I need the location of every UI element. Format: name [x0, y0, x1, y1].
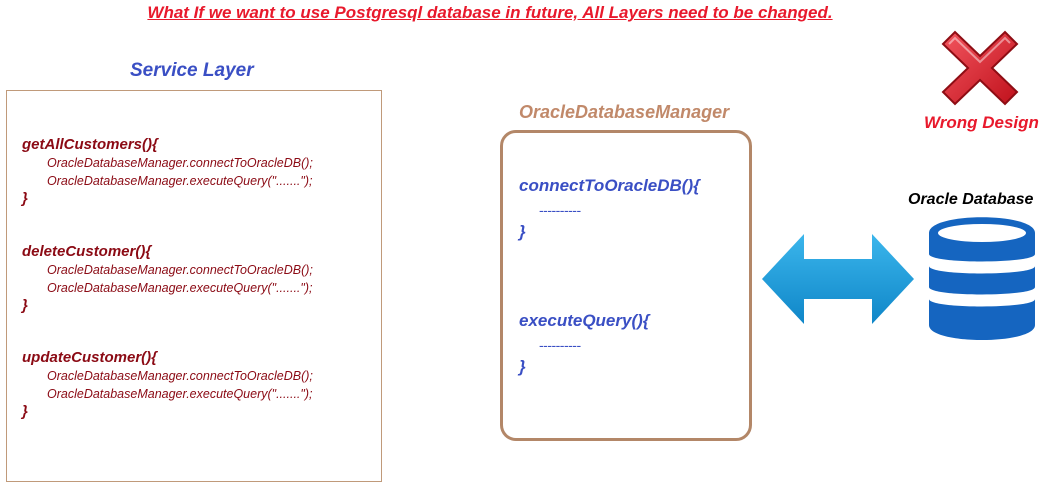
method-name: updateCustomer(){ — [22, 349, 158, 366]
service-method-deletecustomer: deleteCustomer(){ OracleDatabaseManager.… — [22, 243, 313, 314]
function-close: } — [519, 222, 526, 241]
method-close: } — [22, 190, 28, 207]
service-layer-box — [6, 90, 382, 482]
headline: What If we want to use Postgresql databa… — [147, 3, 833, 22]
database-label: Oracle Database — [908, 191, 1034, 208]
method-close: } — [22, 297, 28, 314]
method-call: OracleDatabaseManager.executeQuery("....… — [47, 387, 313, 401]
service-layer-title: Service Layer — [130, 60, 254, 81]
service-method-updatecustomer: updateCustomer(){ OracleDatabaseManager.… — [22, 349, 313, 420]
method-close: } — [22, 403, 28, 420]
manager-title: OracleDatabaseManager — [519, 102, 730, 122]
manager-function-connect: connectToOracleDB(){ ---------- } — [519, 176, 700, 242]
method-call: OracleDatabaseManager.connectToOracleDB(… — [47, 369, 313, 383]
database-icon — [929, 217, 1035, 340]
method-name: deleteCustomer(){ — [22, 243, 152, 260]
double-arrow-icon — [762, 234, 914, 324]
service-method-getallcustomers: getAllCustomers(){ OracleDatabaseManager… — [22, 136, 313, 207]
function-close: } — [519, 357, 526, 376]
method-call: OracleDatabaseManager.connectToOracleDB(… — [47, 263, 313, 277]
x-mark-icon — [941, 30, 1019, 106]
method-call: OracleDatabaseManager.connectToOracleDB(… — [47, 156, 313, 170]
manager-box — [500, 130, 752, 441]
function-body: ---------- — [539, 337, 581, 353]
function-name: connectToOracleDB(){ — [519, 176, 700, 195]
wrong-design-label: Wrong Design — [924, 113, 1039, 132]
method-call: OracleDatabaseManager.executeQuery("....… — [47, 281, 313, 295]
manager-function-executequery: executeQuery(){ ---------- } — [519, 311, 649, 377]
method-call: OracleDatabaseManager.executeQuery("....… — [47, 174, 313, 188]
method-name: getAllCustomers(){ — [22, 136, 158, 153]
function-name: executeQuery(){ — [519, 311, 650, 330]
function-body: ---------- — [539, 202, 581, 218]
